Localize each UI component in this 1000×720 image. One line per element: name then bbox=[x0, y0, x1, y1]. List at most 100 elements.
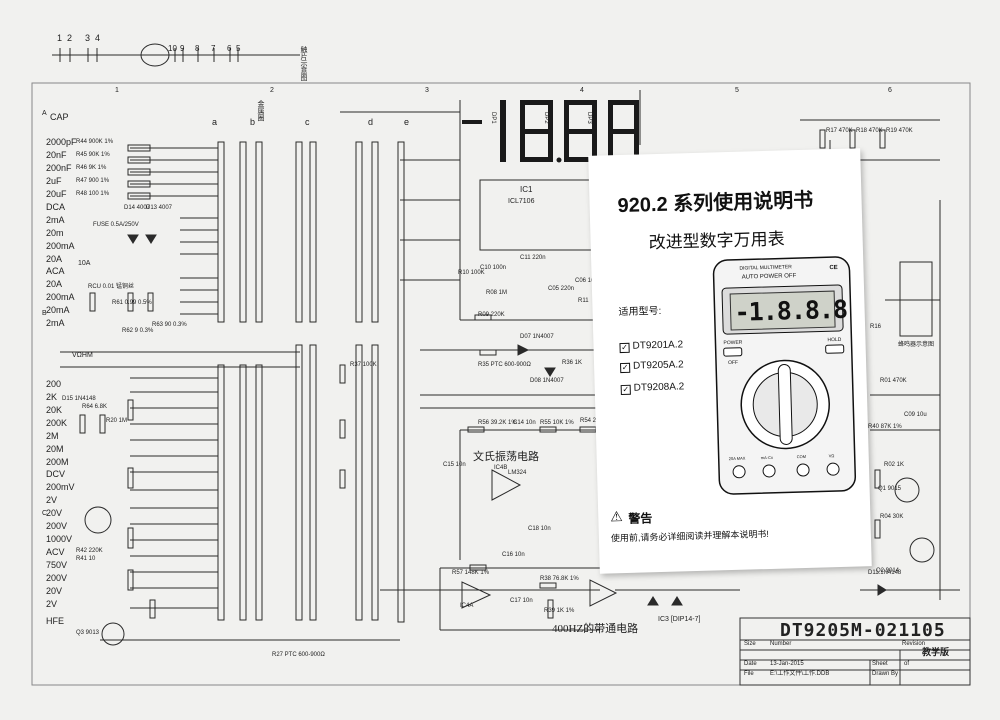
model-name: DT9208A.2 bbox=[633, 381, 685, 394]
component-label: C06 104 bbox=[575, 278, 598, 284]
component-label: LM324 bbox=[508, 470, 527, 476]
grid-number: 3 bbox=[425, 87, 429, 94]
range-label: 20uF bbox=[46, 189, 67, 199]
multimeter-illustration: DIGITAL MULTIMETER AUTO POWER OFF CE -1.… bbox=[711, 255, 858, 497]
component-label: R40 87K 1% bbox=[868, 424, 902, 430]
title-field-label: Date bbox=[744, 661, 757, 667]
range-label: 2mA bbox=[46, 215, 65, 225]
range-label: 20V bbox=[46, 586, 63, 596]
component-label: R10 100K bbox=[458, 270, 485, 276]
title-row-letter: B bbox=[42, 310, 47, 317]
component-label: Q1 9015 bbox=[878, 486, 902, 492]
multimeter-body bbox=[712, 256, 857, 495]
range-label: 200mA bbox=[46, 241, 75, 251]
component-label: R41 10 bbox=[76, 556, 96, 562]
resistor-label: R45 90K 1% bbox=[76, 152, 110, 158]
lcd-dp-label: DP2 bbox=[543, 112, 549, 124]
component-label: C10 100n bbox=[480, 265, 507, 271]
component-label: IC4A bbox=[460, 603, 474, 609]
range-label: 20mA bbox=[46, 305, 70, 315]
component-label: D14 4007 bbox=[124, 205, 151, 211]
component-label: R55 10K 1% bbox=[540, 420, 574, 426]
grid-number: 5 bbox=[735, 87, 739, 94]
component-label: R56 39.2K 1% bbox=[478, 420, 517, 426]
range-label: 20M bbox=[46, 444, 64, 454]
resistor-label: R47 900 1% bbox=[76, 178, 110, 184]
grid-number: 1 bbox=[115, 87, 119, 94]
component-label: D07 1N4007 bbox=[520, 334, 554, 340]
meter-display: -1.8.8.8 bbox=[734, 294, 848, 327]
pin-number: 9 bbox=[180, 44, 185, 53]
range-label: 1000V bbox=[46, 534, 73, 544]
title-field-label: Revision bbox=[902, 641, 926, 647]
range-label: 200V bbox=[46, 573, 68, 583]
range-label: 750V bbox=[46, 560, 68, 570]
resistor-label: R44 900K 1% bbox=[76, 139, 114, 145]
column-letter: c bbox=[305, 117, 310, 127]
component-label: R62 9 0.3% bbox=[122, 328, 154, 334]
component-label: R02 1K bbox=[884, 462, 905, 468]
range-label: 2V bbox=[46, 495, 58, 505]
switch-label: 金属圈 bbox=[257, 100, 264, 121]
meter-power: POWER bbox=[723, 339, 743, 347]
component-label: D08 1N4007 bbox=[530, 378, 564, 384]
checkbox-icon: ✓ bbox=[620, 362, 631, 374]
grid-number: 2 bbox=[270, 87, 274, 94]
warning-title: 警告 bbox=[628, 511, 653, 526]
title-row-letter: A bbox=[42, 110, 47, 117]
meter-ce: CE bbox=[829, 264, 838, 272]
meter-port-label: mA·Cx bbox=[760, 454, 774, 461]
title-field-label: File bbox=[744, 671, 754, 677]
component-label: C11 220n bbox=[520, 255, 546, 261]
component-label: R64 6.8K bbox=[82, 404, 108, 410]
component-label: R57 148K 1% bbox=[452, 570, 490, 576]
meter-port-label: 20A MAX bbox=[728, 455, 746, 462]
component-label: IC4B bbox=[494, 465, 508, 471]
meter-off: OFF bbox=[727, 359, 739, 367]
component-label: R09 220K bbox=[478, 312, 505, 318]
component-label: R17 470K bbox=[826, 128, 853, 134]
range-label: 20nF bbox=[46, 150, 67, 160]
range-label: 2mA bbox=[46, 318, 65, 328]
resistor-label: R46 9K 1% bbox=[76, 165, 107, 171]
terminal-label: 10A bbox=[78, 260, 91, 267]
column-letter: a bbox=[212, 117, 218, 127]
range-label: 200nF bbox=[46, 163, 72, 173]
pin-number: 5 bbox=[236, 44, 241, 53]
model-name: DT9205A.2 bbox=[632, 359, 684, 372]
meter-port-label: COM bbox=[796, 453, 807, 460]
component-label: R35 PTC 600-900Ω bbox=[478, 362, 531, 368]
pin-number: 1 bbox=[57, 33, 63, 43]
range-label: 2K bbox=[46, 392, 58, 402]
component-label: ICL7106 bbox=[508, 198, 535, 205]
meter-port-label: VΩ bbox=[828, 453, 835, 459]
component-label: R20 1M bbox=[106, 418, 128, 424]
checkbox-icon: ✓ bbox=[619, 342, 630, 354]
range-header: ACV bbox=[46, 547, 65, 557]
pin-number: 6 bbox=[227, 44, 232, 53]
column-letter: d bbox=[368, 117, 374, 127]
component-label: C15 10n bbox=[443, 462, 466, 468]
pin-number: 8 bbox=[195, 44, 200, 53]
resistor-label: R48 100 1% bbox=[76, 191, 110, 197]
edition-label: 教学版 bbox=[922, 647, 950, 657]
component-label: C18 10n bbox=[528, 526, 551, 532]
grid-number: 4 bbox=[580, 87, 584, 94]
component-label: R36 1K bbox=[562, 360, 583, 366]
range-label: 2uF bbox=[46, 176, 62, 186]
component-label: C14 10n bbox=[513, 420, 536, 426]
component-label: IC3 [DIP14-7] bbox=[658, 616, 701, 623]
models-heading: 适用型号: bbox=[618, 305, 662, 319]
range-label: 200V bbox=[46, 521, 68, 531]
range-header: ACA bbox=[46, 266, 65, 276]
range-label: 20A bbox=[46, 279, 63, 289]
component-label: R63 90 0.3% bbox=[152, 322, 187, 328]
range-label: 200M bbox=[46, 457, 69, 467]
component-label: R42 220K bbox=[76, 548, 103, 554]
model-item: ✓DT9205A.2 bbox=[620, 359, 684, 374]
circuit-title: 蜂鸣器示意图 bbox=[898, 342, 935, 348]
title-field-value: of bbox=[904, 661, 910, 667]
pin-number: 7 bbox=[211, 44, 216, 53]
component-label: R37 100K bbox=[350, 362, 377, 368]
